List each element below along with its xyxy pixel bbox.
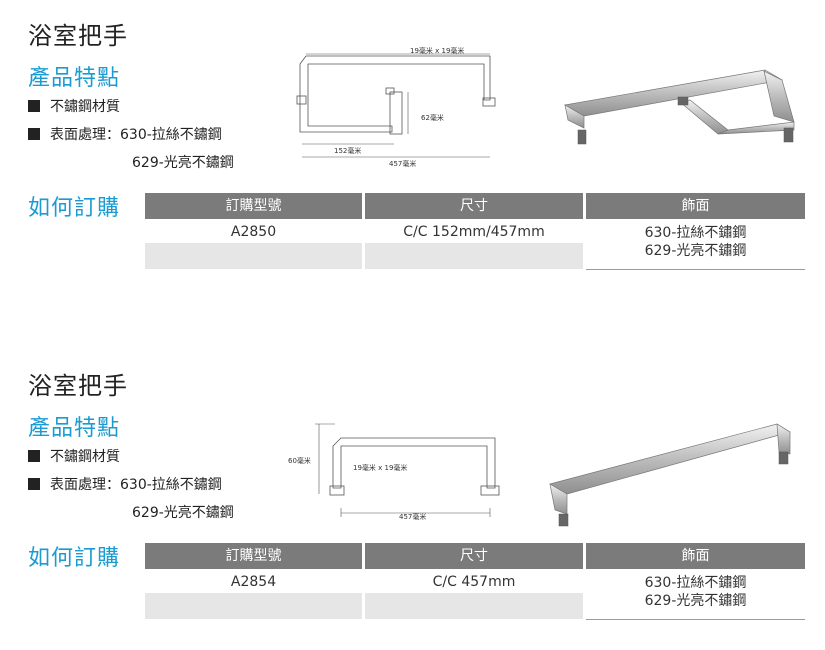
features-heading: 產品特點 (28, 66, 121, 91)
table-header-finish: 飾面 (586, 193, 805, 219)
feature-material: 不鏽鋼材質 (28, 446, 120, 466)
table-cell-finish: 630-拉絲不鏽鋼 629-光亮不鏽鋼 (644, 575, 747, 609)
bullet-square-icon (28, 100, 40, 112)
table-divider (586, 269, 805, 270)
table-empty-row (145, 593, 362, 619)
table-header-finish: 飾面 (586, 543, 805, 569)
table-header-size: 尺寸 (365, 543, 583, 569)
feature-finish-2: 629-光亮不鏽鋼 (132, 155, 234, 171)
product-section-a2854: 浴室把手 產品特點 不鏽鋼材質 表面處理：630-拉絲不鏽鋼 629-光亮不鏽鋼… (0, 350, 825, 650)
table-cell-size: C/C 152mm/457mm (403, 224, 545, 240)
dimension-drawing: 60毫米 19毫米 x 19毫米 457毫米 (288, 423, 500, 521)
dim-section: 19毫米 x 19毫米 (353, 463, 407, 472)
bullet-square-icon (28, 450, 40, 462)
table-cell-size: C/C 457mm (432, 574, 516, 590)
table-divider (586, 619, 805, 620)
product-illustration (563, 69, 795, 145)
bullet-square-icon (28, 128, 40, 140)
table-cell-finish: 630-拉絲不鏽鋼 629-光亮不鏽鋼 (644, 225, 747, 259)
table-empty-row (365, 593, 583, 619)
table-header-model: 訂購型號 (145, 543, 362, 569)
table-header-model: 訂購型號 (145, 193, 362, 219)
dim-long: 457毫米 (399, 512, 426, 521)
product-illustration (549, 423, 791, 527)
table-header-size: 尺寸 (365, 193, 583, 219)
feature-finish: 表面處理：630-拉絲不鏽鋼 (28, 124, 222, 144)
dim-section: 19毫米 x 19毫米 (410, 46, 464, 55)
product-title: 浴室把手 (28, 372, 128, 400)
dim-short: 152毫米 (334, 146, 361, 155)
dim-long: 457毫米 (389, 159, 416, 168)
bullet-square-icon (28, 478, 40, 490)
table-empty-row (365, 243, 583, 269)
table-cell-model: A2854 (230, 574, 277, 590)
feature-finish: 表面處理：630-拉絲不鏽鋼 (28, 474, 222, 494)
order-heading: 如何訂購 (28, 546, 121, 571)
product-title: 浴室把手 (28, 22, 128, 50)
table-cell-model: A2850 (230, 224, 277, 240)
table-empty-row (145, 243, 362, 269)
dim-height: 60毫米 (288, 456, 311, 465)
feature-finish-2: 629-光亮不鏽鋼 (132, 505, 234, 521)
dim-height: 62毫米 (421, 113, 444, 122)
features-heading: 產品特點 (28, 416, 121, 441)
dimension-drawing: 19毫米 x 19毫米 62毫米 152毫米 457毫米 (296, 46, 496, 168)
order-heading: 如何訂購 (28, 196, 121, 221)
feature-material: 不鏽鋼材質 (28, 96, 120, 116)
product-section-a2850: 浴室把手 產品特點 不鏽鋼材質 表面處理：630-拉絲不鏽鋼 629-光亮不鏽鋼… (0, 0, 825, 300)
